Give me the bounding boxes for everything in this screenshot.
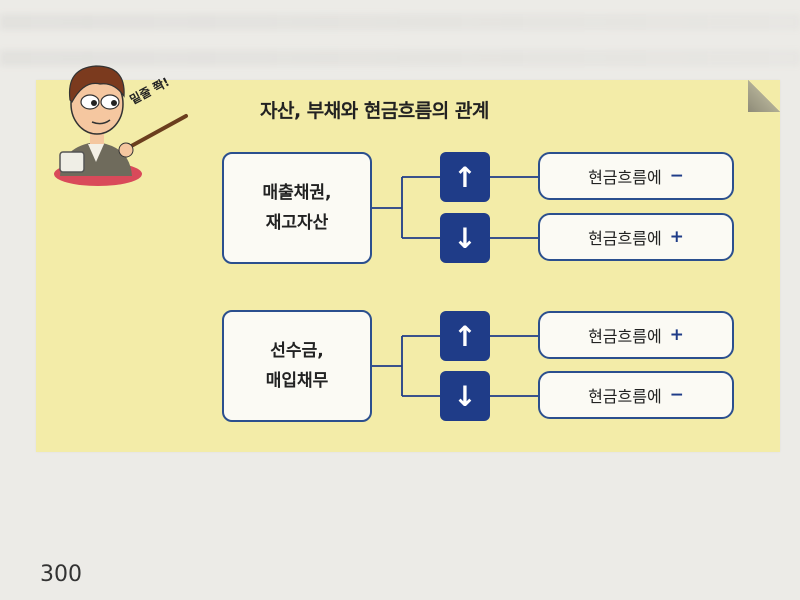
result-label: 현금흐름에 <box>588 387 662 406</box>
result-box: 현금흐름에 + <box>538 213 734 261</box>
source-line-1: 매출채권, <box>262 183 332 203</box>
source-box-receivables-inventory: 매출채권, 재고자산 <box>222 152 372 264</box>
page-fold <box>748 80 780 112</box>
result-box: 현금흐름에− <box>538 152 734 200</box>
result-label: 현금흐름에 <box>588 229 662 248</box>
source-line-1: 선수금, <box>270 341 324 361</box>
up-arrow-icon: ↑ <box>440 152 490 202</box>
minus-sign: − <box>669 385 684 405</box>
minus-sign: − <box>669 166 684 186</box>
result-box: 현금흐름에− <box>538 371 734 419</box>
source-line-2: 재고자산 <box>265 213 329 233</box>
source-line-2: 매입채무 <box>265 371 329 391</box>
down-arrow-icon: ↓ <box>440 371 490 421</box>
page-number: 300 <box>40 562 82 587</box>
result-label: 현금흐름에 <box>588 327 662 346</box>
result-box: 현금흐름에 + <box>538 311 734 359</box>
plus-sign: + <box>669 325 684 345</box>
diagram-title: 자산, 부채와 현금흐름의 관계 <box>260 100 489 122</box>
up-arrow-icon: ↑ <box>440 311 490 361</box>
teacher-character-icon <box>54 65 188 186</box>
down-arrow-icon: ↓ <box>440 213 490 263</box>
source-box-advances-payables: 선수금, 매입채무 <box>222 310 372 422</box>
plus-sign: + <box>669 227 684 247</box>
result-label: 현금흐름에 <box>588 168 662 187</box>
